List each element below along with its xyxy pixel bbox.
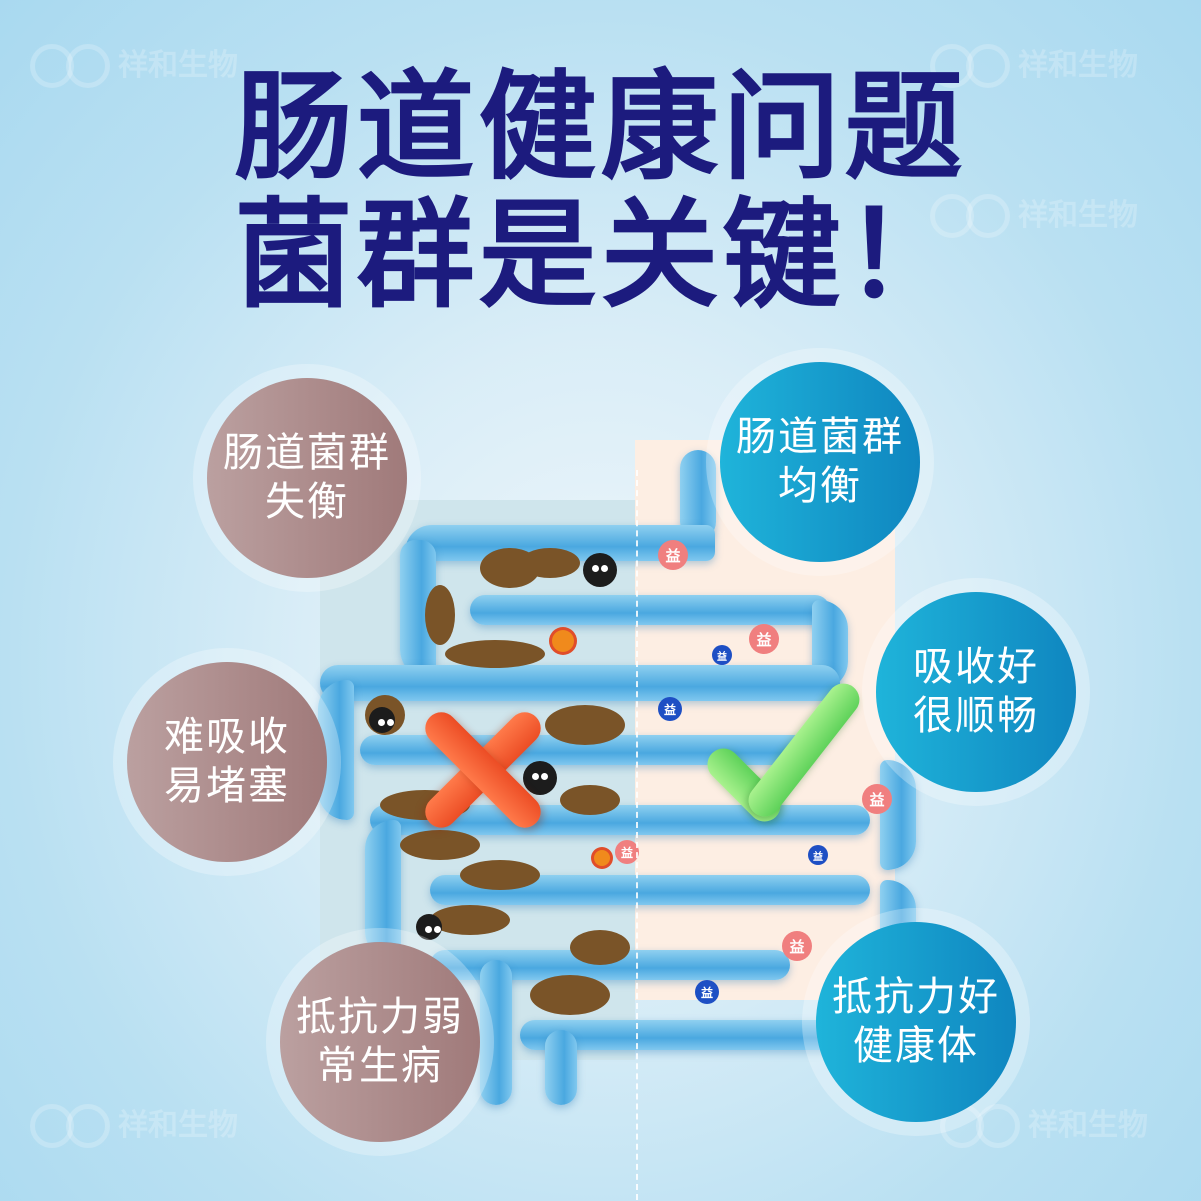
virus-icon [552,630,574,652]
waste-clump [425,585,455,645]
bubble-weak-immunity: 抵抗力弱 常生病 [280,942,480,1142]
bubble-good-absorption: 吸收好 很顺畅 [876,592,1076,792]
bubble-text-line1: 吸收好 [913,644,1039,691]
probiotic-badge: 益 [862,784,892,814]
bubble-poor-absorption: 难吸收 易堵塞 [127,662,327,862]
virus-icon [594,850,610,866]
comparison-divider [636,470,638,1200]
check-mark-icon [700,677,866,829]
harmful-bacteria-icon [372,710,394,730]
bubble-balanced-flora: 肠道菌群 均衡 [720,362,920,562]
intestine-tube [545,1030,577,1105]
intestine-tube [365,820,401,960]
bubble-text-line1: 难吸收 [164,714,290,761]
probiotic-badge: 益 [712,645,732,665]
infinity-logo-icon [30,1102,110,1148]
bubble-text-line1: 抵抗力弱 [296,994,464,1041]
bubble-text-line2: 均衡 [778,463,862,509]
waste-clump [430,905,510,935]
watermark-text: 祥和生物 [1028,1108,1148,1143]
bubble-text-line1: 肠道菌群 [223,430,391,477]
headline-line-2: 菌群是关键！ [234,186,967,324]
waste-clump [545,705,625,745]
waste-clump [400,830,480,860]
probiotic-badge: 益 [615,840,639,864]
bubble-text-line2: 健康体 [853,1023,979,1069]
harmful-bacteria-icon [419,917,441,937]
waste-clump [570,930,630,965]
waste-clump [530,975,610,1015]
probiotic-badge: 益 [658,697,682,721]
x-mark-icon [412,700,552,840]
probiotic-badge: 益 [782,931,812,961]
watermark: 祥和生物 [940,1100,1148,1148]
intestine-tube [880,760,916,870]
intestine-tube [320,665,840,701]
headline-line-1: 肠道健康问题 [234,58,967,196]
bubble-text-line2: 易堵塞 [164,763,290,809]
intestine-tube [480,960,512,1105]
probiotic-badge: 益 [749,624,779,654]
probiotic-badge: 益 [808,845,828,865]
bubble-strong-immunity: 抵抗力好 健康体 [816,922,1016,1122]
probiotic-badge: 益 [658,540,688,570]
bubble-text-line1: 肠道菌群 [736,414,904,461]
watermark: 祥和生物 [30,1100,238,1148]
waste-clump [460,860,540,890]
watermark-text: 祥和生物 [118,1108,238,1143]
bubble-text-line1: 抵抗力好 [832,974,1000,1021]
harmful-bacteria-icon [586,556,614,584]
bubble-imbalanced-flora: 肠道菌群 失衡 [207,378,407,578]
harmful-bacteria-icon [526,764,554,792]
waste-clump [445,640,545,668]
bubble-text-line2: 常生病 [317,1043,443,1089]
probiotic-badge: 益 [695,980,719,1004]
bubble-text-line2: 很顺畅 [913,693,1039,739]
waste-clump [520,548,580,578]
waste-clump [560,785,620,815]
intestine-fold [470,595,830,625]
bubble-text-line2: 失衡 [265,479,349,525]
